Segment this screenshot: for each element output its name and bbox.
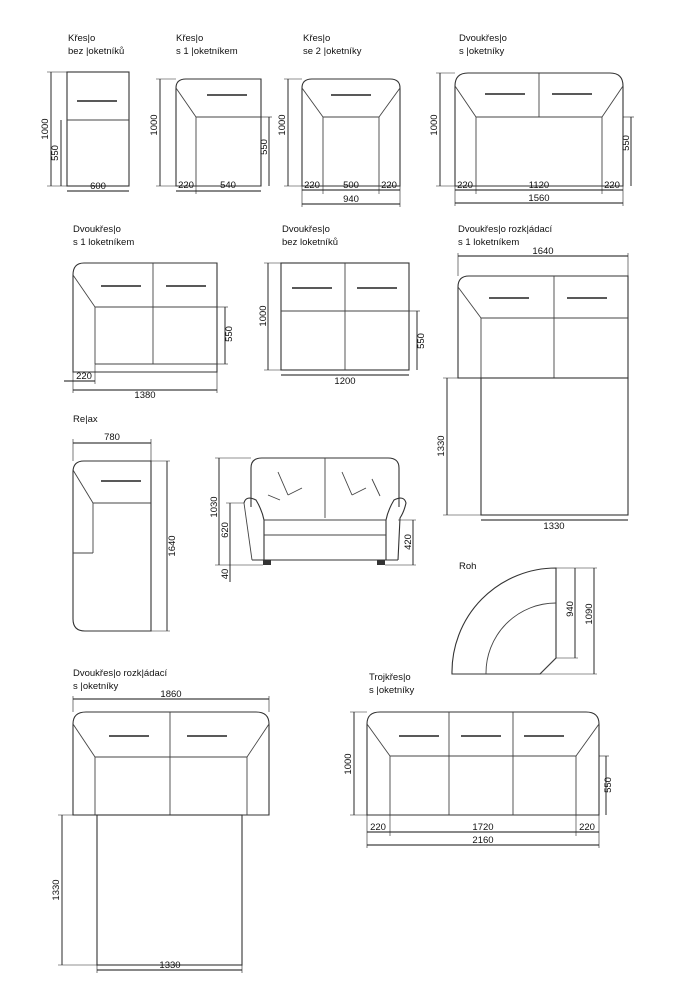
title-line-1: Dvoukřes|o rozk|ádací (73, 668, 168, 679)
dim-height: 1000 (343, 753, 354, 774)
two-seater-sofabed-with-armrests: Dvoukřes|o rozk|ádací s |oketníky 1860 1… (51, 668, 270, 973)
dim-width: 1640 (532, 246, 553, 257)
two-seater-sofabed-one-armrest: Dvoukřes|o rozk|ádací s 1 loketníkem 164… (436, 224, 629, 532)
bed-surface (96, 814, 243, 966)
dim-width: 600 (90, 181, 106, 192)
title-line-2: bez loketníků (282, 237, 338, 248)
outline (72, 460, 152, 632)
two-seater-with-armrests: Dvoukřes|o s |oketníky 1000 550 220 1120… (429, 33, 634, 206)
relax-chaise: Re|ax 780 1640 (72, 414, 178, 632)
dim-length: 1640 (167, 535, 178, 556)
dim-width: 1860 (160, 689, 181, 700)
armchair-one-armrest: Křes|o s 1 |oketníkem 1000 550 220 540 (149, 33, 272, 194)
dim-arm-left: 220 (370, 822, 386, 833)
dim-seat: 550 (259, 139, 270, 155)
dim-arm: 420 (403, 534, 414, 550)
title-line-1: Křes|o (176, 33, 203, 44)
dim-seat: 550 (416, 333, 427, 349)
dim-height: 1000 (277, 114, 288, 135)
title-line-1: Dvoukřes|o (73, 224, 121, 235)
dim-arm-right: 220 (604, 180, 620, 191)
dim-total: 1380 (134, 390, 155, 401)
title-line-2: s |oketníky (459, 46, 504, 57)
two-seater-no-armrests: Dvoukřes|o bez loketníků 1000 550 1200 (258, 224, 427, 387)
dim-legs: 40 (220, 569, 231, 580)
dim-height: 1030 (209, 496, 220, 517)
title-line-1: Dvoukřes|o (282, 224, 330, 235)
dim-width: 1720 (472, 822, 493, 833)
title-line-1: Trojkřes|o (369, 672, 411, 683)
title-line-2: s 1 loketníkem (73, 237, 134, 248)
dim-arm-right: 220 (381, 180, 397, 191)
dim-total: 2160 (472, 835, 493, 846)
outline (72, 711, 270, 816)
dim-seat: 550 (603, 777, 614, 793)
armchair-no-armrests: Křes|o bez |oketníků 1000 550 600 (40, 33, 130, 192)
dim-seat: 550 (50, 145, 61, 161)
dim-total: 940 (343, 194, 359, 205)
two-seater-one-armrest: Dvoukřes|o s 1 loketníkem 550 220 1380 (64, 224, 235, 401)
title-line-2: se 2 |oketníky (303, 46, 362, 57)
title: Roh (459, 561, 476, 572)
outline (454, 72, 624, 187)
dim-arm-right: 220 (579, 822, 595, 833)
dim-back: 620 (220, 522, 231, 538)
title-line-1: Dvoukřes|o rozk|ádací (458, 224, 553, 235)
title-line-1: Křes|o (68, 33, 95, 44)
leg (377, 560, 385, 565)
dim-height: 1000 (149, 114, 160, 135)
dim-height: 1000 (258, 305, 269, 326)
dim-bed-length: 1330 (51, 879, 62, 900)
dim-total: 1560 (528, 193, 549, 204)
dim-arm: 220 (76, 371, 92, 382)
title-line-2: s 1 loketníkem (458, 237, 519, 248)
title-line-2: bez |oketníků (68, 46, 124, 57)
dim-seat: 550 (224, 326, 235, 342)
sofa-front-view: 1030 620 40 420 (209, 457, 416, 582)
dim-inner: 940 (565, 601, 576, 617)
outline (175, 78, 262, 187)
dim-bed-width: 1330 (159, 960, 180, 971)
leg (263, 560, 271, 565)
outline (457, 275, 629, 379)
dim-bed-length: 1330 (436, 435, 447, 456)
bed-surface (480, 377, 629, 516)
dim-arm-left: 220 (457, 180, 473, 191)
title: Re|ax (73, 414, 98, 425)
title-line-2: s |oketníky (369, 685, 414, 696)
title-line-1: Dvoukřes|o (459, 33, 507, 44)
dim-outer: 1090 (584, 603, 595, 624)
title-line-2: s 1 |oketníkem (176, 46, 238, 57)
dim-height: 1000 (429, 114, 440, 135)
dim-arm-left: 220 (304, 180, 320, 191)
arms-outline (243, 497, 407, 561)
dim-arm: 220 (178, 180, 194, 191)
corner-element: Roh 940 1090 (451, 561, 597, 675)
dim-width: 780 (104, 432, 120, 443)
dim-width: 500 (343, 180, 359, 191)
outline (301, 78, 401, 187)
title-line-1: Křes|o (303, 33, 330, 44)
armchair-two-armrests: Křes|o se 2 |oketníky 1000 220 500 220 9… (277, 33, 401, 207)
dim-width: 1200 (334, 376, 355, 387)
three-seater-with-armrests: Trojkřes|o s |oketníky 1000 550 220 1720… (343, 672, 614, 848)
outline (66, 71, 130, 187)
title-line-2: s |oketníky (73, 681, 118, 692)
dim-height: 1000 (40, 118, 51, 139)
dim-seat: 550 (621, 135, 632, 151)
outline (366, 711, 600, 816)
outline (72, 262, 218, 373)
dim-bed-width: 1330 (543, 521, 564, 532)
dim-width: 1120 (529, 180, 549, 191)
dim-width: 540 (220, 180, 236, 191)
outline (451, 567, 557, 675)
